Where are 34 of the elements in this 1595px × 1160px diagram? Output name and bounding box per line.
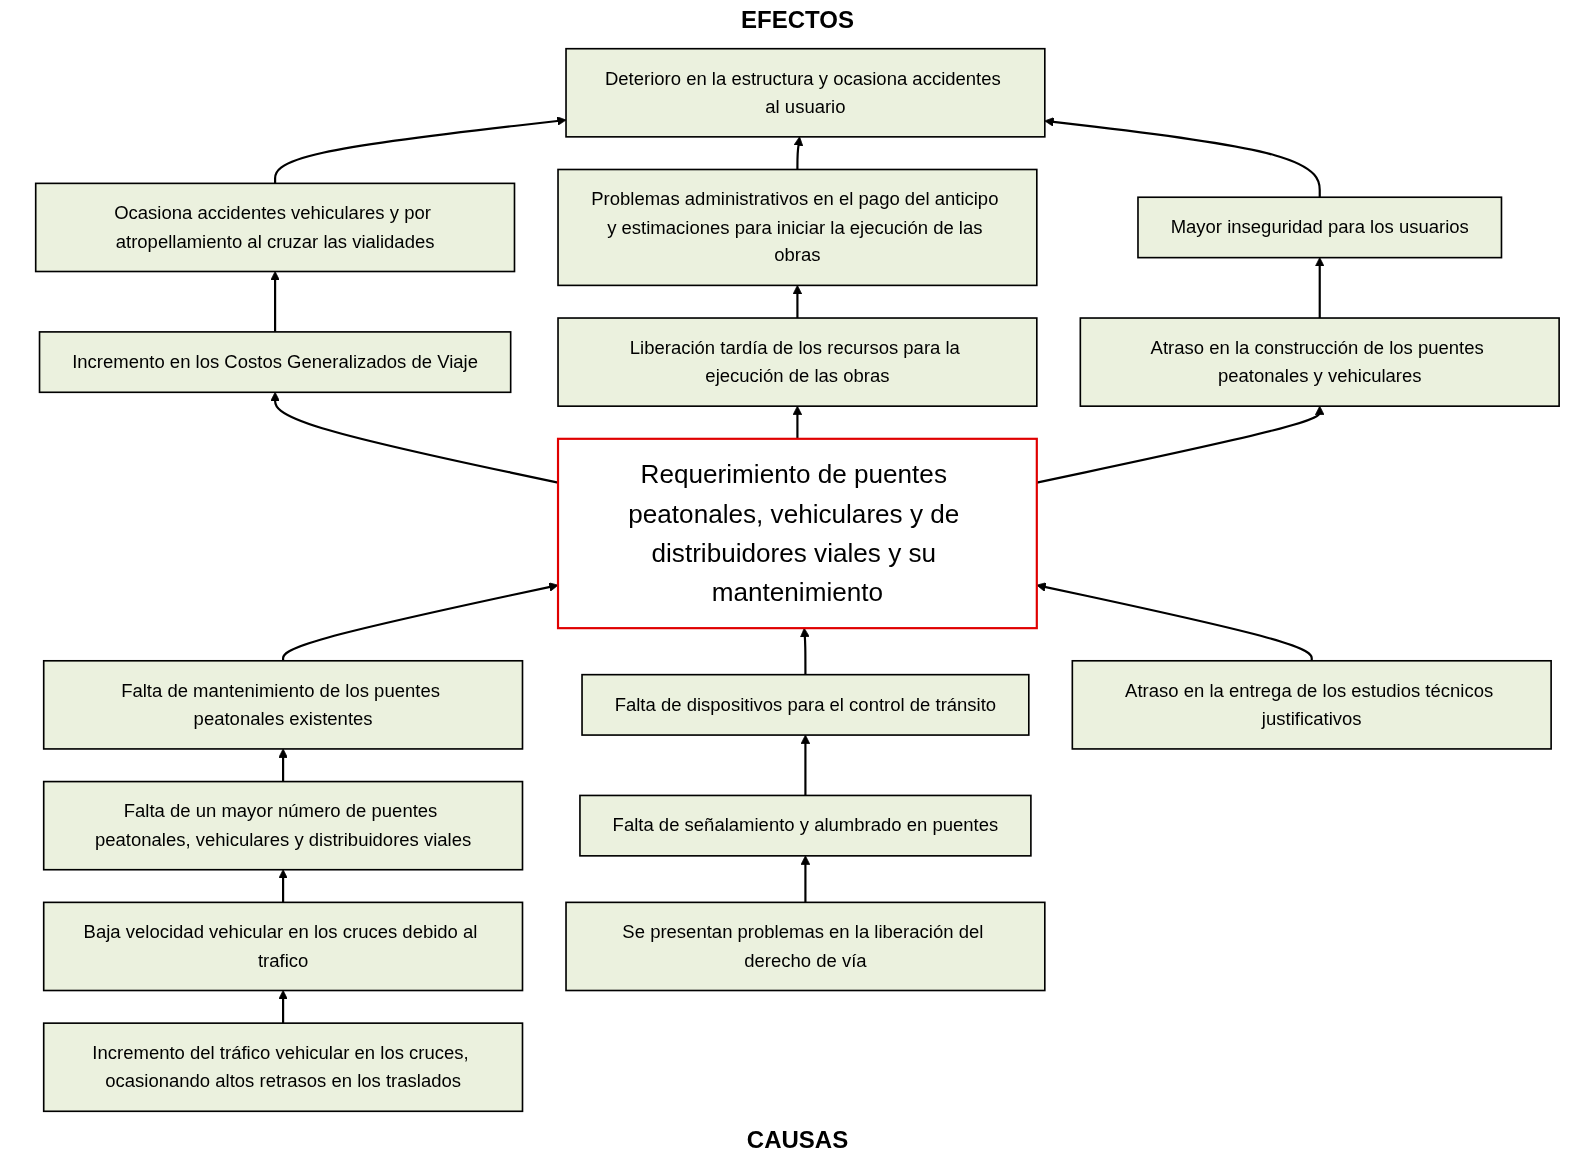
node-box: Baja velocidad vehicular en los cruces debido al trafico (42, 901, 524, 992)
arrow (274, 116, 567, 184)
arrow (800, 734, 811, 796)
node-box: Requerimiento de puentes peatonales, vehiculares y de distribuidores viales y su mantenimiento (557, 437, 1038, 630)
node-box: Falta de dispositivos para el control de tránsito (581, 673, 1030, 736)
node-box: Liberación tardía de los recursos para la ejecución de las obras (557, 317, 1038, 407)
node-box: Se presentan problemas en la liberación del derecho de vía (565, 901, 1046, 992)
node-box: Ocasiona accidentes vehiculares y por atropellamiento al cruzar las vialidades (34, 182, 516, 273)
arrow (1315, 257, 1325, 319)
node-box: Deterioro en la estructura y ocasiona accidentes al usuario (565, 47, 1046, 138)
node-box: Atraso en la entrega de los estudios técnicos justificativos (1071, 660, 1552, 750)
section-heading: EFECTOS (741, 5, 854, 35)
arrow (800, 855, 811, 903)
arrow (792, 284, 803, 319)
node-box: Problemas administrativos en el pago del anticipo y estimaciones para iniciar la ejecución de las obras (557, 168, 1038, 287)
arrow (282, 582, 559, 661)
arrow (278, 869, 288, 903)
arrow (278, 990, 288, 1024)
node-box: Atraso en la construcción de los puentes peatonales y vehiculares (1079, 317, 1560, 407)
node-box: Falta de un mayor número de puentes peatonales, vehiculares y distribuidores viales (42, 780, 524, 871)
arrow (1036, 582, 1313, 661)
arrow (278, 748, 288, 782)
node-box: Incremento del tráfico vehicular en los cruces, ocasionando altos retrasos en los traslados (42, 1022, 524, 1113)
node-box: Mayor inseguridad para los usuarios (1137, 196, 1503, 259)
arrow (1044, 117, 1321, 198)
node-box: Falta de señalamiento y alumbrado en puentes (579, 794, 1032, 857)
arrow (793, 136, 804, 170)
node-box: Incremento en los Costos Generalizados de Viaje (38, 331, 512, 394)
arrow (1036, 405, 1325, 484)
section-heading: CAUSAS (746, 1125, 849, 1155)
arrow (270, 391, 559, 484)
arrow (792, 405, 803, 439)
arrow (270, 271, 280, 332)
node-box: Falta de mantenimiento de los puentes peatonales existentes (42, 660, 524, 750)
